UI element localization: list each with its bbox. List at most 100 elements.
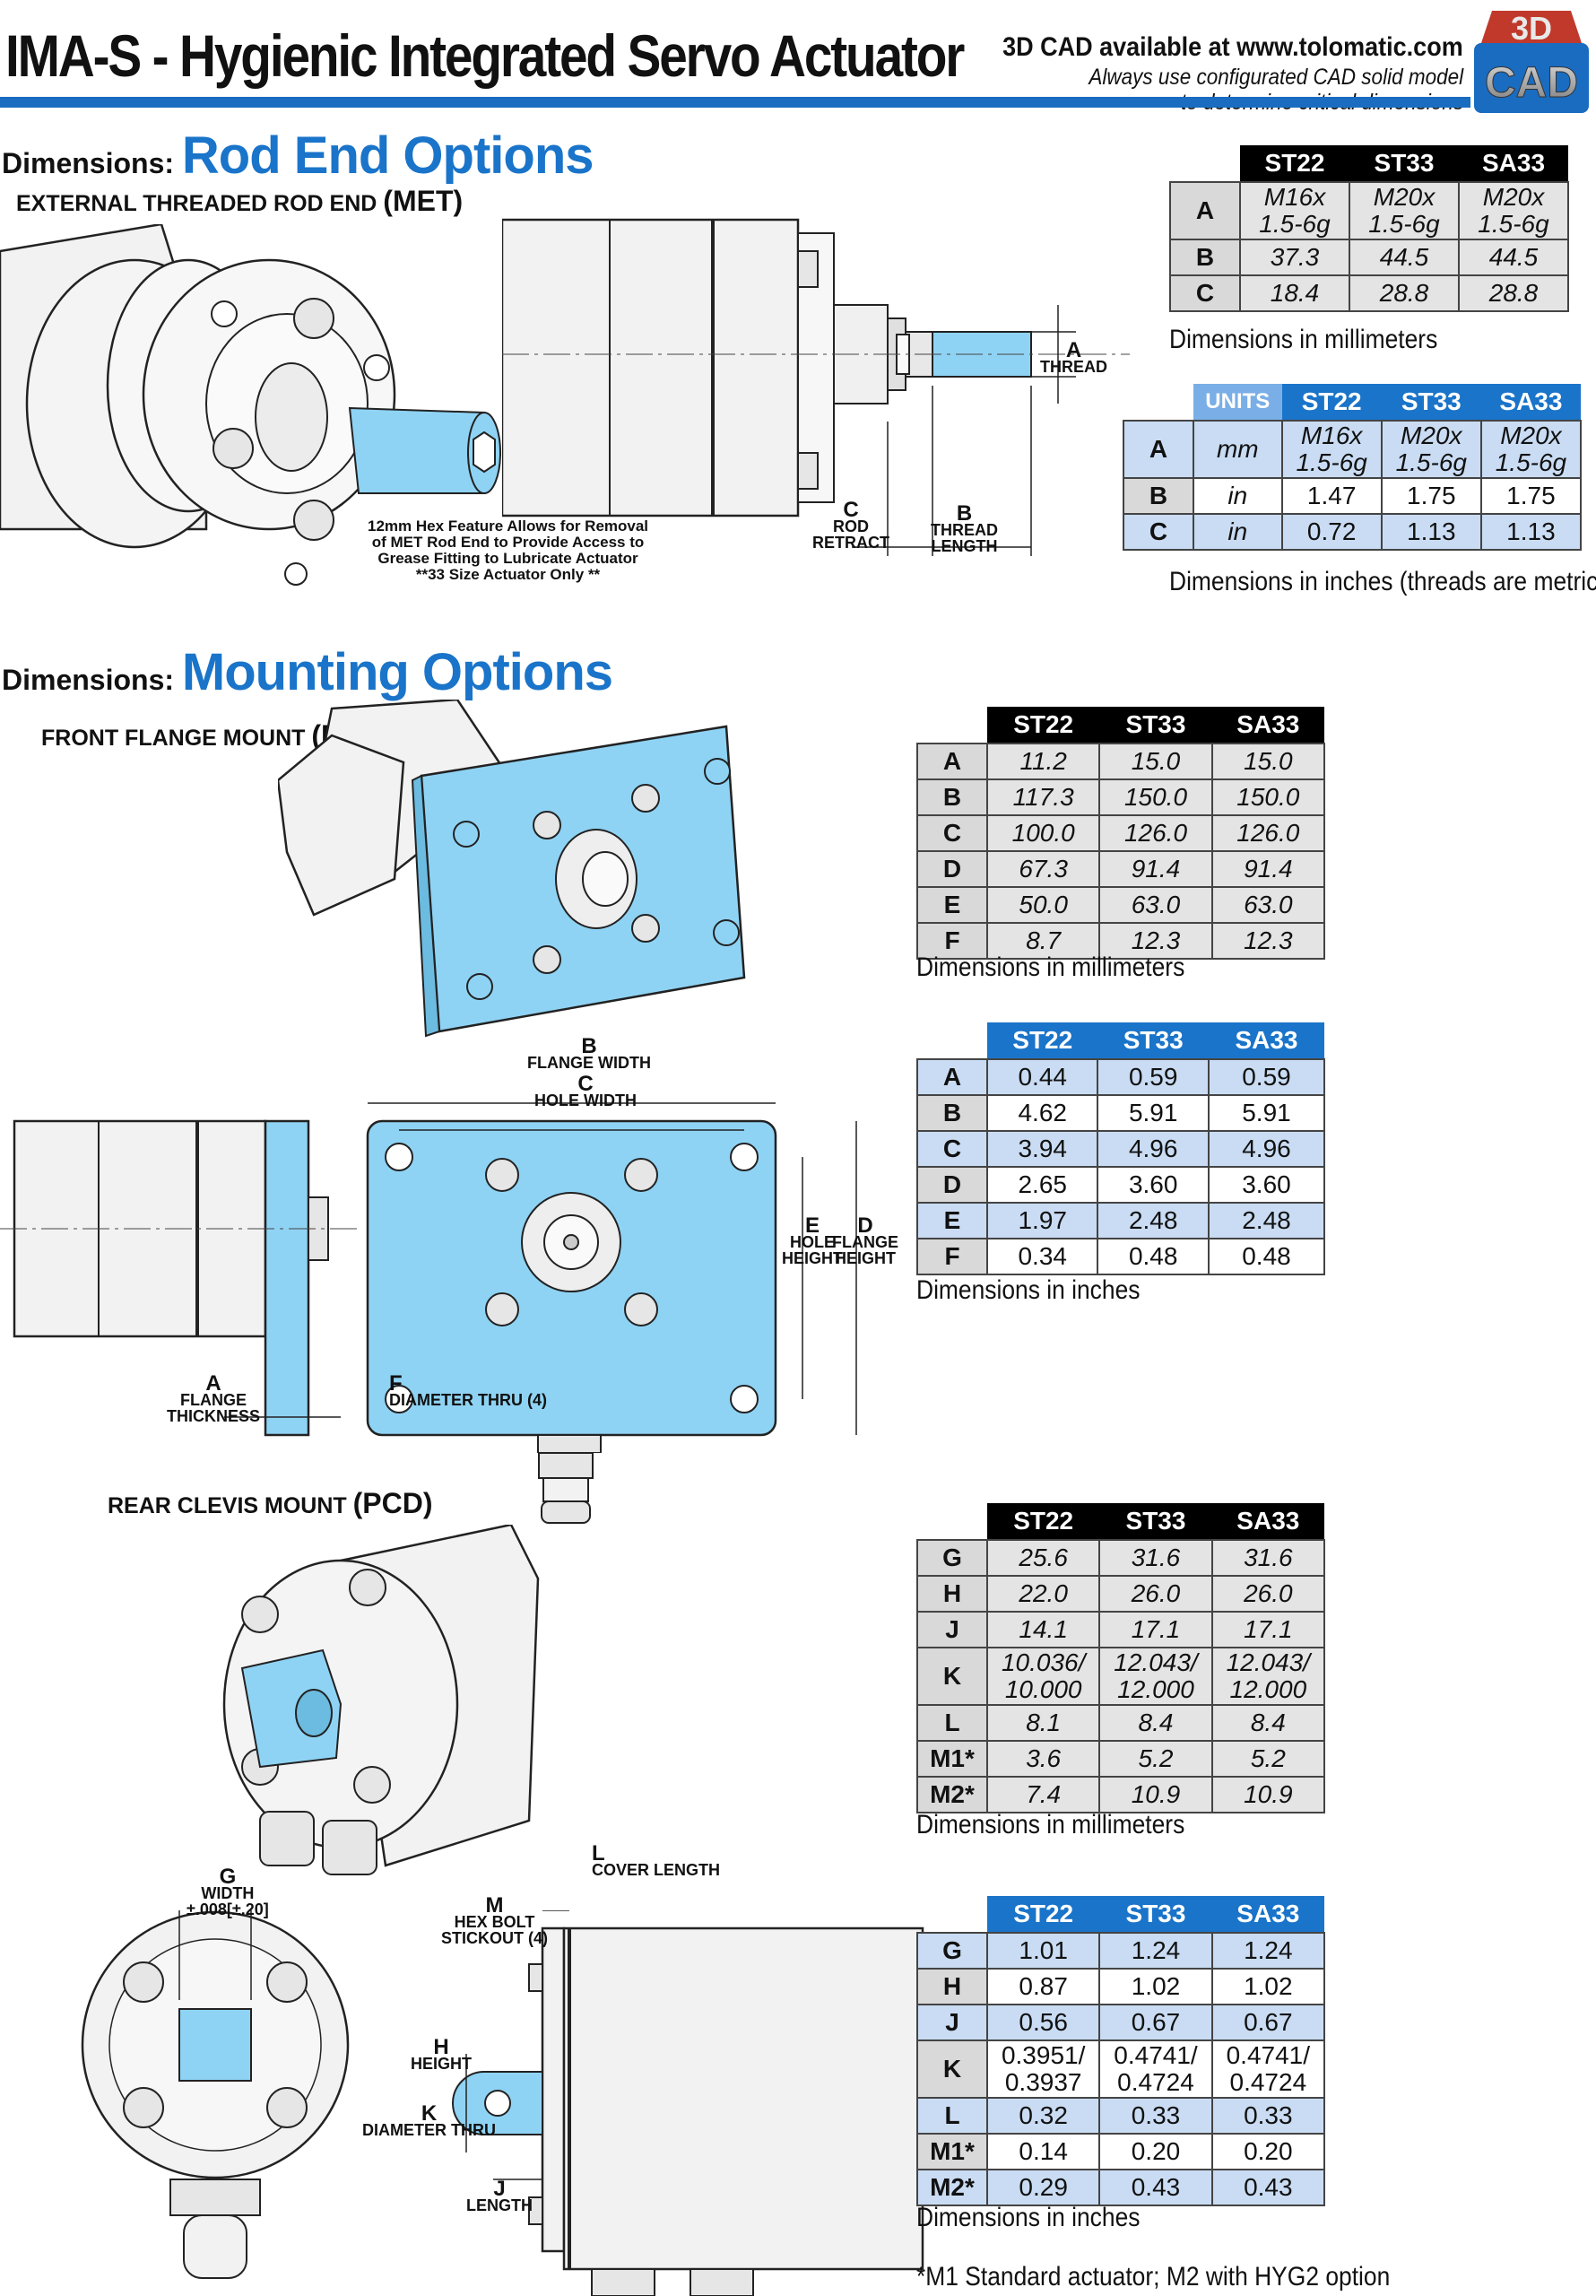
value-line: 12.3: [1131, 926, 1181, 954]
value-cell: 1.24: [1098, 1932, 1213, 1970]
dim-text: LENGTH: [931, 537, 998, 555]
column-header: ST33: [1349, 145, 1459, 182]
value-line: 150.0: [1123, 783, 1188, 811]
value-line: 18.4: [1270, 279, 1320, 307]
value-line: 0.3951/: [1001, 2041, 1086, 2069]
value-cell: 0.56: [985, 2004, 1101, 2041]
value-line: 10.9: [1131, 1780, 1181, 1808]
value-cell: 1.01: [985, 1932, 1101, 1970]
ffg-dim-e-label: E HOLE HEIGHT: [782, 1215, 843, 1267]
value-cell: 126.0: [1210, 814, 1326, 852]
rod-end-section-heading: Dimensions: Rod End Options: [2, 126, 594, 186]
met-dim-b-label: B THREAD LENGTH: [931, 503, 998, 555]
row-label: K: [916, 1647, 988, 1706]
value-line: 1.5-6g: [1395, 448, 1467, 476]
value-line: 26.0: [1131, 1579, 1181, 1607]
met-subtitle-code: (MET): [383, 185, 464, 217]
dim-text: THREAD: [931, 521, 998, 539]
value-line: 3.60: [1242, 1170, 1291, 1198]
column-header: ST33: [1381, 384, 1481, 421]
value-cell: 0.48: [1207, 1238, 1326, 1275]
dim-letter: C: [843, 498, 859, 522]
value-cell: 0.3951/0.3937: [985, 2039, 1101, 2099]
ffg-dim-c-label: C HOLE WIDTH: [534, 1074, 637, 1109]
value-cell: 0.20: [1210, 2133, 1326, 2170]
value-cell: 1.75: [1479, 477, 1583, 515]
dim-letter: A: [1065, 338, 1082, 362]
value-line: M20x: [1401, 422, 1462, 449]
section-title: Rod End Options: [181, 126, 594, 185]
value-line: 63.0: [1131, 891, 1181, 918]
value-line: 1.5-6g: [1368, 210, 1440, 238]
value-line: 1.01: [1019, 1936, 1068, 1964]
pcd-dim-j-label: J LENGTH: [466, 2179, 533, 2214]
note-line: **33 Size Actuator Only **: [415, 566, 601, 583]
value-cell: 4.96: [1207, 1130, 1326, 1168]
value-line: 12.3: [1244, 926, 1293, 954]
row-label: C: [916, 1130, 988, 1168]
dim-letter: H: [433, 2035, 449, 2059]
value-line: 0.4741/: [1226, 2041, 1311, 2069]
value-line: 4.96: [1242, 1135, 1291, 1162]
value-cell: 2.48: [1097, 1202, 1210, 1239]
value-cell: 8.7: [985, 922, 1101, 960]
dim-text: THREAD: [1040, 358, 1107, 376]
table-corner: [917, 1896, 987, 1933]
value-line: 1.13: [1506, 517, 1556, 545]
section-title: Mounting Options: [181, 643, 613, 701]
value-line: 11.2: [1019, 747, 1067, 775]
dim-text: FLANGE WIDTH: [527, 1054, 651, 1072]
met-subtitle: EXTERNAL THREADED ROD END (MET): [16, 185, 463, 218]
value-cell: 26.0: [1098, 1575, 1213, 1613]
value-line: 31.6: [1244, 1544, 1293, 1571]
value-line: 3.94: [1018, 1135, 1067, 1162]
value-line: 44.5: [1379, 243, 1429, 271]
row-label: L: [916, 2097, 988, 2135]
value-line: 0.67: [1131, 2008, 1181, 2036]
pcd-dim-k-label: K DIAMETER THRU: [362, 2103, 496, 2139]
value-cell: 28.8: [1349, 274, 1460, 312]
value-cell: 1.02: [1210, 1968, 1326, 2005]
value-cell: 1.75: [1380, 477, 1482, 515]
3d-cad-badge-icon[interactable]: 3D CAD: [1472, 4, 1591, 115]
value-cell: 5.2: [1098, 1740, 1213, 1778]
value-cell: 10.036/10.000: [985, 1647, 1101, 1706]
value-cell: 0.33: [1210, 2097, 1326, 2135]
value-line: 150.0: [1236, 783, 1300, 811]
value-cell: 117.3: [985, 778, 1101, 816]
value-cell: 0.48: [1097, 1238, 1210, 1275]
value-line: 117.3: [1012, 783, 1074, 811]
met-dim-a-label: A THREAD: [1040, 338, 1107, 376]
value-cell: 4.62: [985, 1094, 1099, 1132]
row-label: B: [1123, 477, 1194, 515]
page-title: IMA-S - Hygienic Integrated Servo Actuat…: [5, 22, 965, 89]
table-corner: [917, 707, 987, 744]
dim-text: FLANGE: [832, 1233, 898, 1251]
row-label: H: [916, 1575, 988, 1613]
value-cell: 8.4: [1098, 1704, 1213, 1742]
value-cell: 12.3: [1098, 922, 1213, 960]
badge-top-text: 3D: [1511, 10, 1552, 47]
dim-letter: A: [205, 1371, 221, 1396]
value-cell: 0.67: [1210, 2004, 1326, 2041]
value-cell: 8.4: [1210, 1704, 1326, 1742]
value-line: 1.5-6g: [1478, 210, 1549, 238]
value-cell: 1.97: [985, 1202, 1099, 1239]
row-label: C: [1169, 274, 1241, 312]
column-header: SA33: [1480, 384, 1581, 421]
ffg-dim-a-label: A FLANGE THICKNESS: [167, 1371, 260, 1425]
row-label: D: [916, 1166, 988, 1204]
row-label: J: [916, 1611, 988, 1648]
cad-availability-text[interactable]: 3D CAD available at www.tolomatic.com: [1002, 32, 1463, 62]
pcd-orthographic-drawing: [81, 1910, 924, 2296]
value-cell: 63.0: [1210, 886, 1326, 924]
